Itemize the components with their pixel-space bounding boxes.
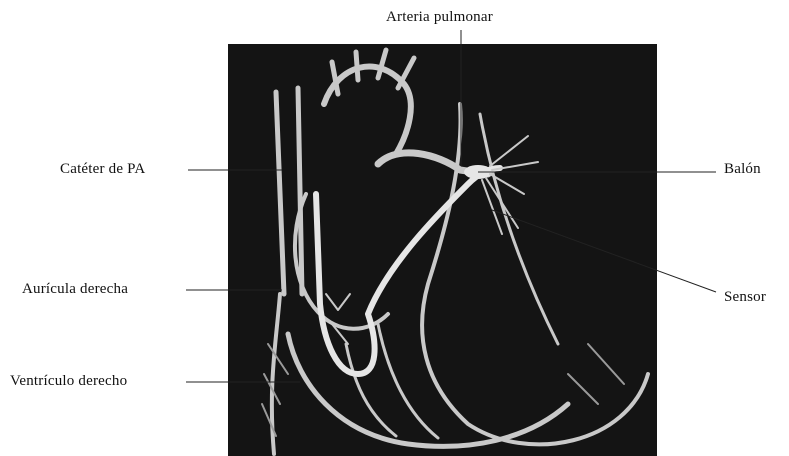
label-pa-catheter: Catéter de PA xyxy=(60,160,145,178)
label-right-atrium: Aurícula derecha xyxy=(22,280,128,298)
label-pulmonary-artery: Arteria pulmonar xyxy=(386,8,493,26)
label-right-ventricle: Ventrículo derecho xyxy=(10,372,127,390)
label-sensor: Sensor xyxy=(724,288,766,306)
leader-sensor xyxy=(492,210,716,292)
label-balloon: Balón xyxy=(724,160,761,178)
